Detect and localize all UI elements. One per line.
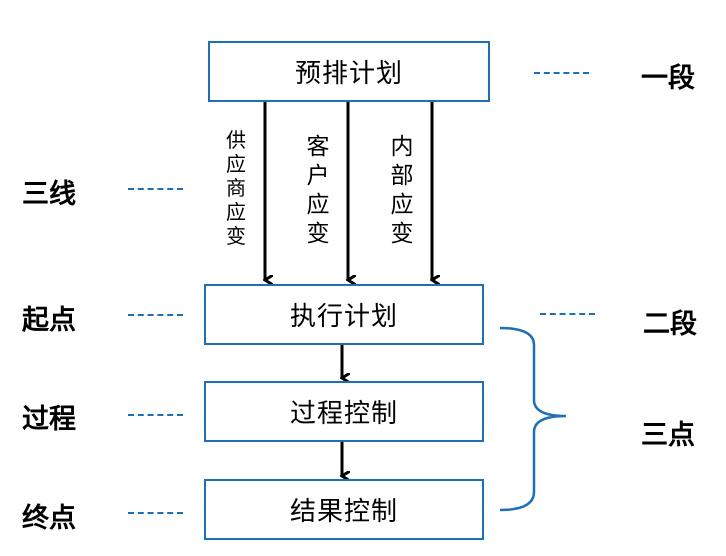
label-internal: 内部应变 bbox=[390, 134, 414, 247]
dash-start-point bbox=[128, 314, 183, 316]
right-brace bbox=[499, 326, 567, 512]
label-stage-one: 一段 bbox=[641, 63, 695, 94]
dash-stage-two bbox=[540, 313, 595, 315]
box-pre-plan: 预排计划 bbox=[208, 41, 490, 102]
label-three-lines: 三线 bbox=[22, 179, 76, 210]
label-three-points: 三点 bbox=[641, 420, 695, 451]
dash-three-lines bbox=[128, 188, 183, 190]
label-customer: 客户应变 bbox=[306, 134, 330, 247]
label-start-point: 起点 bbox=[22, 305, 76, 336]
label-stage-two: 二段 bbox=[643, 309, 697, 340]
box-process-control: 过程控制 bbox=[204, 381, 484, 442]
label-end-point: 终点 bbox=[22, 503, 76, 534]
dash-stage-one bbox=[534, 72, 589, 74]
dash-process bbox=[128, 414, 183, 416]
label-process: 过程 bbox=[22, 404, 76, 435]
label-supplier: 供应商应变 bbox=[226, 128, 246, 248]
box-execute-plan: 执行计划 bbox=[204, 284, 484, 345]
dash-end-point bbox=[128, 512, 183, 514]
box-result-control: 结果控制 bbox=[204, 479, 484, 540]
